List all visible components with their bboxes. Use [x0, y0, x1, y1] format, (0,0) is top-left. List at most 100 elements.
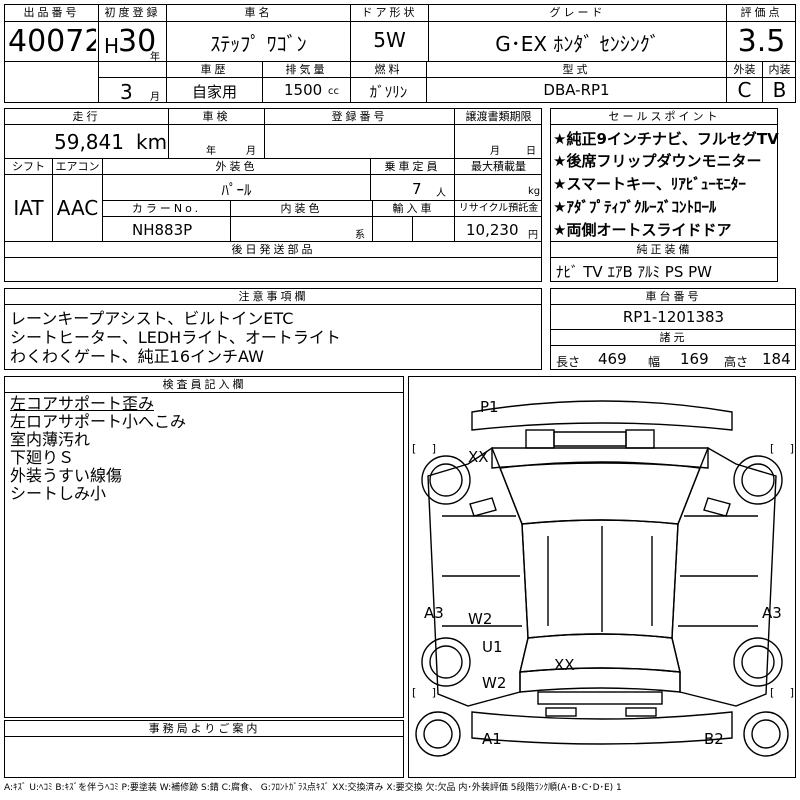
capacity-unit: 人 [436, 188, 446, 199]
grade: G･EX ﾎﾝﾀﾞ ｾﾝｼﾝｸﾞ [495, 32, 660, 56]
inspector-box [4, 376, 404, 718]
history: 自家用 [191, 83, 237, 101]
inspection-month-unit: 月 [246, 146, 256, 157]
capacity-label: 乗車定員 [384, 160, 441, 173]
mark-p1: P1 [480, 398, 499, 416]
equipment: ﾅﾋﾞ TV ｴｱB ｱﾙﾐ PS PW [556, 263, 712, 281]
month-unit: 月 [150, 92, 160, 103]
color-no: NH883P [132, 221, 193, 239]
shift-label: シフト [12, 160, 45, 173]
era: H [104, 34, 120, 58]
inspection-year-unit: 年 [206, 146, 216, 157]
import-label: 輸入車 [392, 202, 435, 215]
door-label: ドア形状 [361, 6, 418, 19]
displacement-unit: cc [328, 86, 339, 97]
inspector-line: 左コアサポート歪み [10, 395, 155, 413]
height-label: 高さ [724, 355, 749, 369]
ext-color-label: 外装色 [215, 160, 258, 173]
sales-item: ★純正9インチナビ、フルセグTV [553, 130, 779, 148]
ac-label: エアコン [55, 160, 100, 173]
int-color-label: 内装色 [280, 202, 323, 215]
length: 469 [598, 350, 627, 368]
mileage-label: 走行 [72, 110, 101, 123]
history-label: 車歴 [200, 63, 229, 76]
first-reg-month: 3 [120, 80, 133, 104]
first-reg-year: 30 [118, 24, 157, 59]
sales-item: ★両側オートスライドドア [553, 221, 732, 239]
grade-label: グレード [549, 6, 606, 19]
interior-grade: B [772, 78, 787, 102]
car-name-label: 車名 [244, 6, 273, 19]
mark-a1: A1 [482, 730, 502, 748]
transfer-label: 譲渡書類期限 [465, 110, 532, 123]
displacement: 1500 [284, 81, 323, 99]
fuel: ｶﾞｿﾘﾝ [369, 83, 408, 101]
load-label: 最大積載量 [471, 160, 526, 173]
score-label: 評価点 [740, 6, 783, 19]
sales-item: ★ｱﾀﾞﾌﾟﾃｨﾌﾞｸﾙｰｽﾞｺﾝﾄﾛｰﾙ [553, 198, 717, 216]
inspector-label: 検査員記入欄 [162, 378, 247, 391]
load-unit: kg [528, 186, 541, 197]
office-label: 事務局よりご案内 [148, 722, 261, 735]
car-diagram [415, 400, 789, 757]
transfer-day-unit: 日 [526, 146, 536, 157]
door-type: 5W [373, 28, 406, 52]
displacement-label: 排気量 [285, 63, 328, 76]
recycle-unit: 円 [528, 230, 538, 241]
exterior-label: 外装 [733, 63, 756, 76]
inspector-line: 左ロアサポート小へこみ [10, 413, 187, 431]
recycle-label: リサイクル預託金 [458, 203, 539, 214]
header-table [4, 4, 796, 103]
model-label: 型式 [562, 63, 591, 76]
capacity: 7 [412, 180, 422, 198]
bracket-mark: [ ] [412, 442, 443, 455]
shift: IAT [13, 196, 44, 220]
ac: AAC [56, 196, 99, 220]
sales-label: セールスポイント [608, 110, 721, 123]
sales-item: ★後席フリップダウンモニター [553, 152, 762, 170]
bracket-mark: [ ] [770, 442, 800, 455]
sales-table [550, 108, 778, 282]
first-reg-label: 初度登録 [104, 6, 161, 19]
inspector-line: 室内薄汚れ [10, 431, 91, 449]
int-color-suffix: 系 [355, 230, 365, 241]
height: 184 [762, 350, 791, 368]
notes-line: レーンキープアシスト、ビルトインETC [10, 310, 294, 328]
notes-box [4, 288, 542, 370]
sales-item: ★スマートキー、ﾘｱﾋﾞｭｰﾓﾆﾀｰ [553, 175, 746, 193]
chassis-label: 車台番号 [645, 290, 702, 303]
inspector-line: シートしみ小 [10, 485, 107, 503]
length-label: 長さ [556, 355, 581, 369]
fuel-label: 燃料 [374, 63, 403, 76]
year-unit: 年 [150, 52, 160, 63]
mark-xx-top: XX [468, 448, 489, 466]
office-box [4, 720, 404, 778]
width: 169 [680, 350, 709, 368]
inspector-line: 外装うすい線傷 [10, 467, 123, 485]
inspector-line: 下廻りＳ [10, 449, 75, 467]
lot-label: 出品番号 [23, 6, 80, 19]
notes-label: 注意事項欄 [238, 290, 309, 303]
mark-u1: U1 [482, 638, 503, 656]
details-table [4, 108, 542, 282]
mark-b2: B2 [704, 730, 724, 748]
later-parts-label: 後日発送部品 [231, 243, 316, 256]
reg-no-label: 登録番号 [331, 110, 388, 123]
notes-line: わくわくゲート、純正16インチAW [10, 348, 264, 366]
transfer-month-unit: 月 [490, 146, 500, 157]
mark-w2: W2 [468, 610, 493, 628]
ext-color: ﾊﾟｰﾙ [221, 181, 252, 199]
interior-label: 内装 [768, 63, 791, 76]
model-code: DBA-RP1 [543, 81, 610, 99]
mark-a3-left: A3 [424, 604, 444, 622]
recycle-fee: 10,230 [466, 221, 519, 239]
specs-label: 諸元 [659, 331, 688, 344]
chassis-number: RP1-1201383 [622, 308, 725, 326]
notes-line: シートヒーター、LEDHライト、オートライト [10, 329, 341, 347]
bracket-mark: [ ] [770, 686, 800, 699]
mileage-unit: km [136, 130, 168, 154]
color-no-label: カラーNo. [131, 202, 202, 215]
mark-a3-right: A3 [762, 604, 782, 622]
mark-w2-lower: W2 [482, 674, 507, 692]
mark-xx-bottom: XX [554, 656, 575, 674]
